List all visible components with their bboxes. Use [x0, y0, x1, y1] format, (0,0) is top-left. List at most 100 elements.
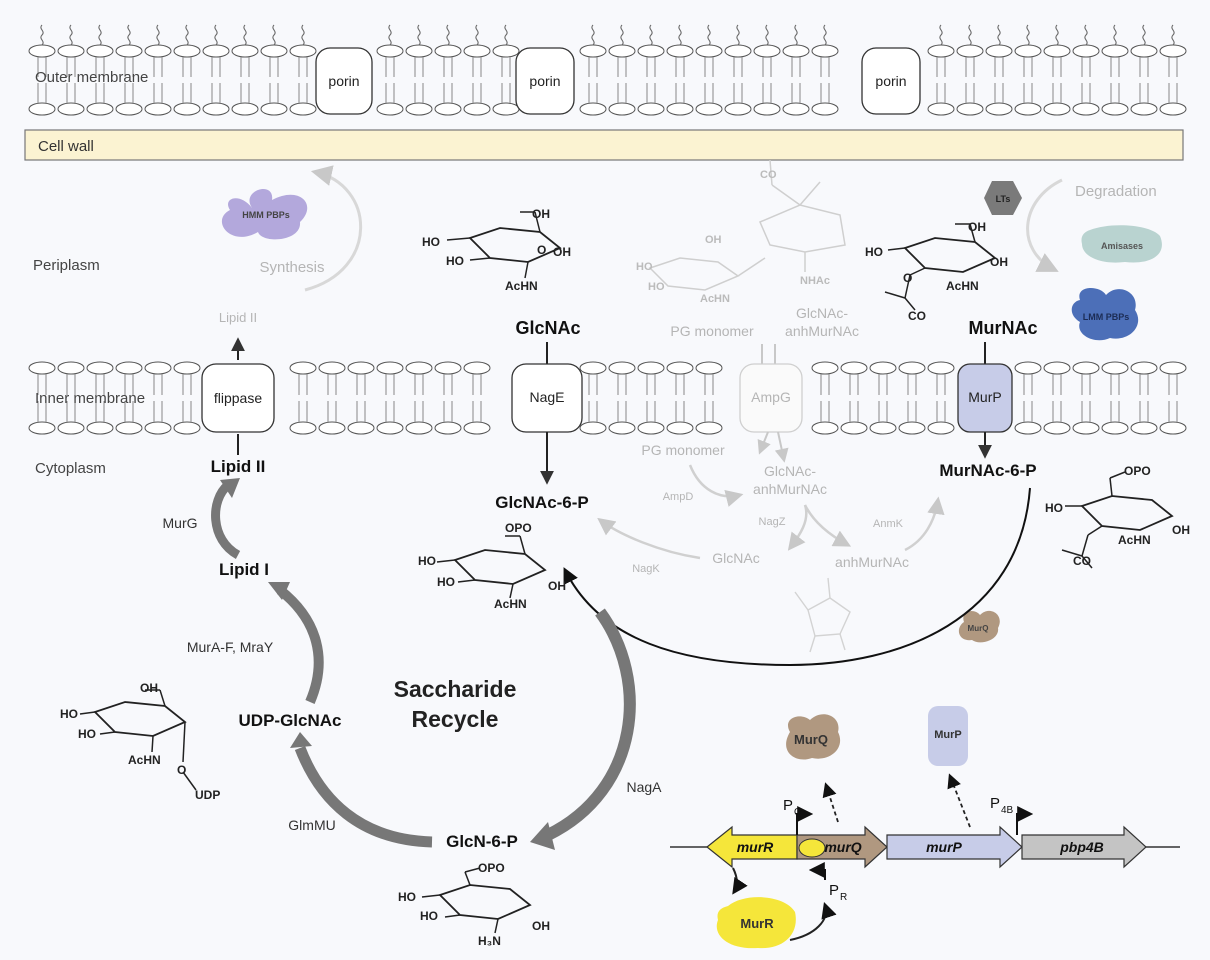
outer-membrane-label: Outer membrane — [35, 69, 148, 86]
lipid-head — [1101, 421, 1129, 435]
hmm-pbps-shape — [221, 188, 308, 240]
lipid-head — [753, 44, 781, 58]
pg-co2: CO — [760, 169, 777, 181]
lipid-head — [289, 102, 317, 116]
lipid-head — [144, 102, 172, 116]
lipid-head — [405, 361, 433, 375]
lipid-head — [811, 102, 839, 116]
murq-protein-label: MurQ — [794, 732, 828, 747]
lipid-head — [376, 44, 404, 58]
lipid-head — [173, 361, 201, 375]
lipid-head — [231, 102, 259, 116]
naga-label: NagA — [626, 779, 662, 795]
udp-glcnac-udp: UDP — [195, 788, 220, 802]
lipid-head — [1014, 361, 1042, 375]
mura-f-arrow — [276, 586, 324, 704]
murp-protein-label: MurP — [934, 729, 962, 741]
lipid-head — [260, 44, 288, 58]
lipid-head — [927, 102, 955, 116]
lipid-head — [1130, 361, 1158, 375]
ampd-label: AmpD — [663, 491, 694, 503]
murr-protein-label: MurR — [740, 916, 774, 931]
porin-3-label: porin — [875, 73, 906, 89]
murp-transporter: MurP — [957, 342, 1013, 459]
lps-chain — [765, 24, 769, 46]
pg-oh: OH — [705, 234, 722, 246]
lipid-head — [1130, 44, 1158, 58]
udp-glcnac-label: UDP-GlcNAc — [239, 711, 342, 730]
lipid-head — [811, 421, 839, 435]
lipid-head — [434, 361, 462, 375]
murnac6p-structure: OPO HO OH AcHN CO — [1045, 464, 1190, 569]
udp-glcnac-o: O — [177, 763, 186, 777]
glcnac-label: GlcNAc — [515, 318, 580, 338]
lipid-head — [289, 421, 317, 435]
lipid-head — [463, 361, 491, 375]
amidases-shape — [1081, 225, 1162, 263]
lipid-head — [173, 102, 201, 116]
glcnac6p-structure: OPO HO HO OH AcHN — [418, 521, 566, 611]
lipid-head — [1159, 102, 1187, 116]
lipid-head — [405, 44, 433, 58]
murnac-achn: AcHN — [946, 279, 979, 293]
murp-label: MurP — [968, 389, 1001, 405]
pr-subscript: R — [840, 892, 847, 903]
lps-chain — [243, 24, 247, 46]
lipid-head — [86, 421, 114, 435]
lipid-head — [463, 421, 491, 435]
murq-gene-label: murQ — [824, 839, 861, 855]
pg-monomer-structure: OH HO HO AcHN NHAc CO — [636, 159, 846, 305]
glcn6p-opo3: OPO — [478, 861, 505, 875]
murnac6p-oh: OH — [1172, 523, 1190, 537]
lipid-head — [579, 421, 607, 435]
glcnac6p-achn: AcHN — [494, 597, 527, 611]
lipid-head — [1072, 102, 1100, 116]
glcnac-anh-top-label-1: GlcNAc- — [796, 305, 848, 321]
lipid-head — [1072, 361, 1100, 375]
lipid-head — [492, 102, 520, 116]
murq-translation-arrow — [822, 782, 839, 823]
murq-small-label: MurQ — [968, 624, 989, 633]
pg-monomer-label: PG monomer — [641, 442, 725, 458]
lps-chain — [1171, 24, 1175, 46]
murnac6p-opo3: OPO — [1124, 464, 1151, 478]
lps-chain — [649, 24, 653, 46]
lipid-head — [666, 44, 694, 58]
lps-chain — [1084, 24, 1088, 46]
glcnac6p-label: GlcNAc-6-P — [495, 493, 589, 512]
glcnac-ho-1: HO — [422, 235, 440, 249]
murp-translation-arrow — [947, 773, 971, 828]
glcnac-anh-label-1: GlcNAc- — [764, 463, 816, 479]
lipid-head — [869, 361, 897, 375]
lipid-head — [1159, 361, 1187, 375]
glcnac6p-oh: OH — [548, 579, 566, 593]
murnac6p-label: MurNAc-6-P — [939, 461, 1036, 480]
lipid-head — [1159, 44, 1187, 58]
lipid-head — [1043, 44, 1071, 58]
lipid-head — [1043, 102, 1071, 116]
pq-promoter — [796, 806, 814, 835]
lipid-head — [173, 421, 201, 435]
flippase: flippase — [201, 337, 275, 455]
center-title-line-2: Recycle — [412, 706, 499, 732]
lts-shape — [984, 181, 1022, 215]
pg-achn: AcHN — [700, 293, 730, 305]
lipid-head — [1159, 421, 1187, 435]
glmmu-arrow — [294, 746, 433, 848]
porin-2: porin — [515, 47, 575, 115]
lipid-head — [956, 44, 984, 58]
lipid-head — [1014, 421, 1042, 435]
murr-translation-arrow — [732, 867, 748, 895]
periplasm-label: Periplasm — [33, 257, 100, 274]
pq-subscript: Q — [794, 807, 802, 818]
lps-chain — [214, 24, 218, 46]
lipid2-faint-label: Lipid II — [219, 310, 257, 325]
lps-chain — [475, 24, 479, 46]
lipid-head — [202, 44, 230, 58]
porin-3: porin — [861, 47, 921, 115]
murq-small-shape — [958, 610, 1000, 643]
lmm-pbps-shape — [1071, 288, 1139, 341]
lipid-head — [115, 421, 143, 435]
lipid-head — [405, 421, 433, 435]
lipid-head — [57, 361, 85, 375]
